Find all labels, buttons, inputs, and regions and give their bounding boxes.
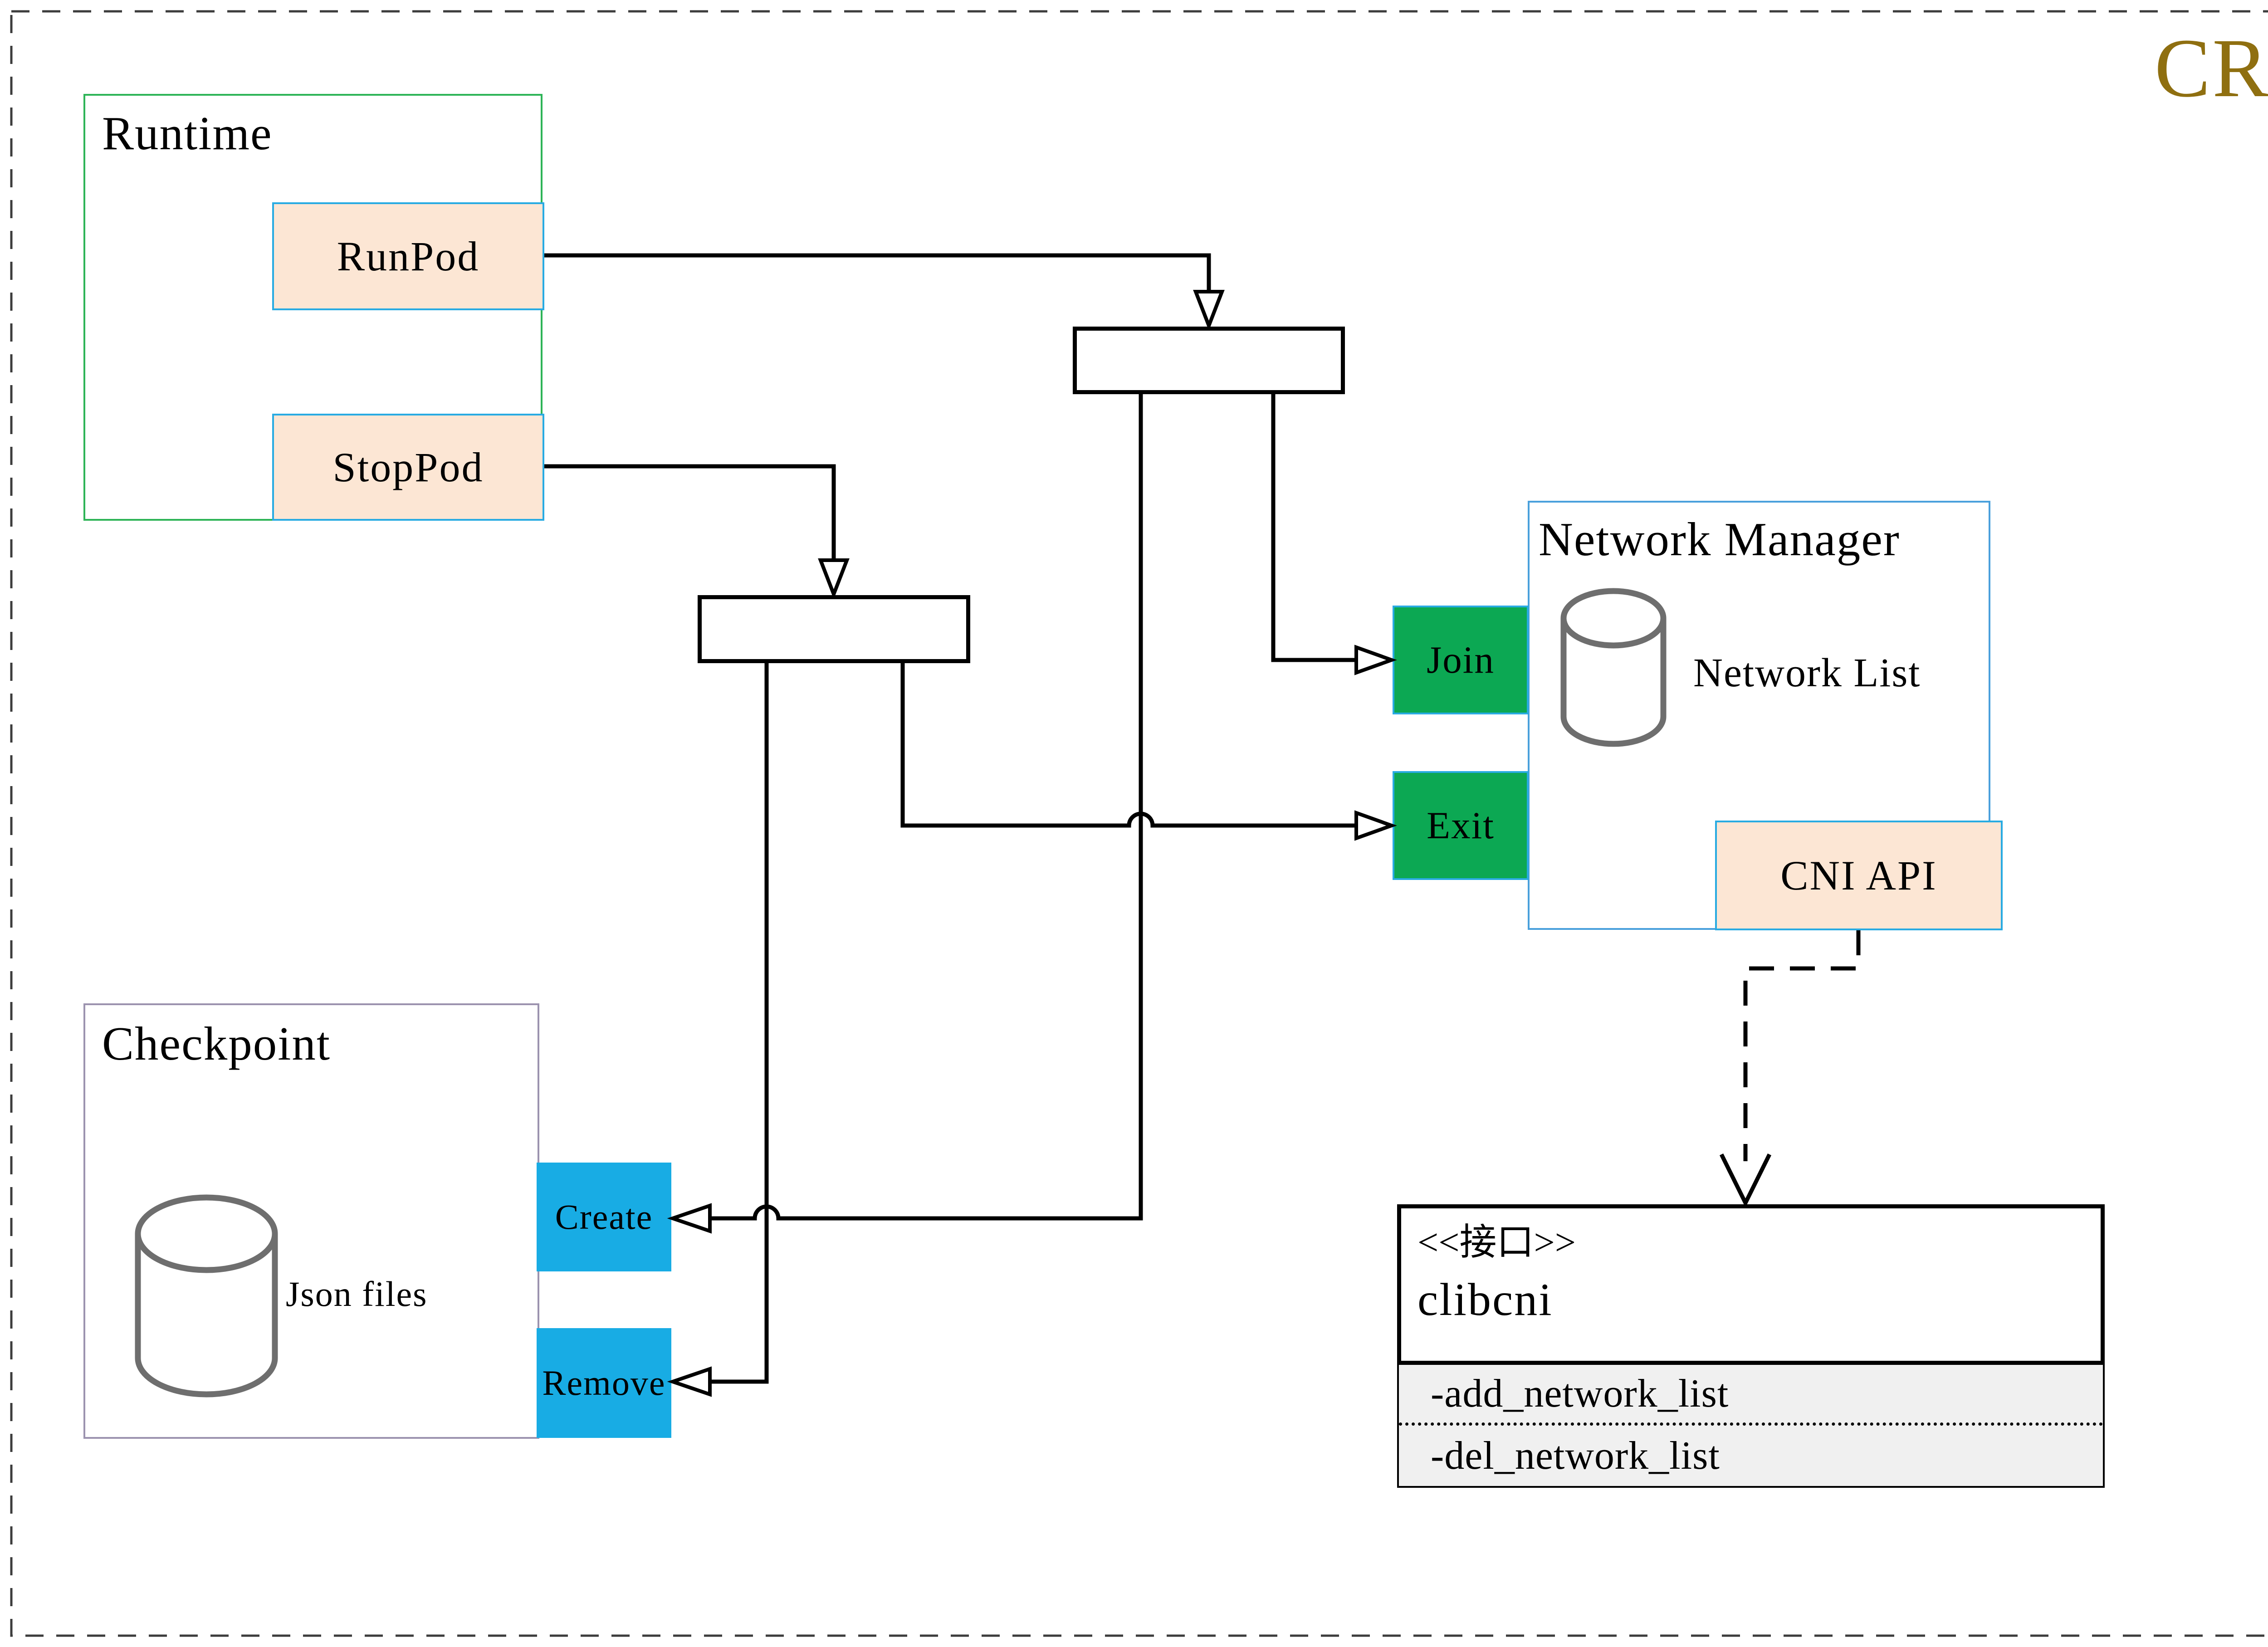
arrowhead-down-node2-icon — [818, 558, 850, 600]
arrowhead-open-clibcni-icon — [1719, 1153, 1772, 1208]
exit-button[interactable]: Exit — [1393, 771, 1529, 880]
json-files-label: Json files — [286, 1274, 428, 1314]
stoppod-button[interactable]: StopPod — [272, 414, 544, 521]
network-manager-title: Network Manager — [1539, 512, 1900, 566]
wire-node1-to-create — [710, 394, 1143, 1221]
arrowhead-right-exit-icon — [1354, 810, 1397, 841]
arrowhead-right-join-icon — [1354, 645, 1397, 675]
clibcni-name: clibcni — [1418, 1274, 1553, 1325]
wire-cniapi-to-clibcni-dashed — [1743, 930, 1861, 1161]
arrowhead-left-create-icon — [667, 1203, 712, 1234]
runtime-title: Runtime — [102, 106, 273, 160]
clibcni-method-del: -del_network_list — [1431, 1433, 1720, 1478]
wire-node1-to-join — [1271, 394, 1356, 662]
remove-button[interactable]: Remove — [537, 1328, 671, 1438]
wire-node2-to-exit — [900, 663, 1356, 828]
process-node-top — [1073, 327, 1345, 394]
cri-badge: CRI — [2154, 21, 2268, 115]
clibcni-stereotype: <<接口>> — [1418, 1221, 1576, 1263]
clibcni-method-add: -add_network_list — [1399, 1365, 2103, 1426]
process-node-middle — [698, 595, 970, 663]
runpod-button[interactable]: RunPod — [272, 202, 544, 310]
network-list-label: Network List — [1693, 650, 1921, 695]
create-button[interactable]: Create — [537, 1163, 671, 1271]
wire-runpod-to-node1 — [544, 253, 1211, 293]
arrowhead-left-remove-icon — [667, 1366, 712, 1397]
checkpoint-title: Checkpoint — [102, 1017, 331, 1070]
wire-node2-to-remove — [710, 663, 769, 1384]
arrowhead-down-node1-icon — [1193, 290, 1225, 331]
cni-api-button[interactable]: CNI API — [1715, 821, 2003, 930]
clibcni-methods-section: -add_network_list -del_network_list — [1399, 1361, 2103, 1486]
join-button[interactable]: Join — [1393, 606, 1529, 714]
wire-stoppod-to-node2 — [544, 464, 836, 561]
